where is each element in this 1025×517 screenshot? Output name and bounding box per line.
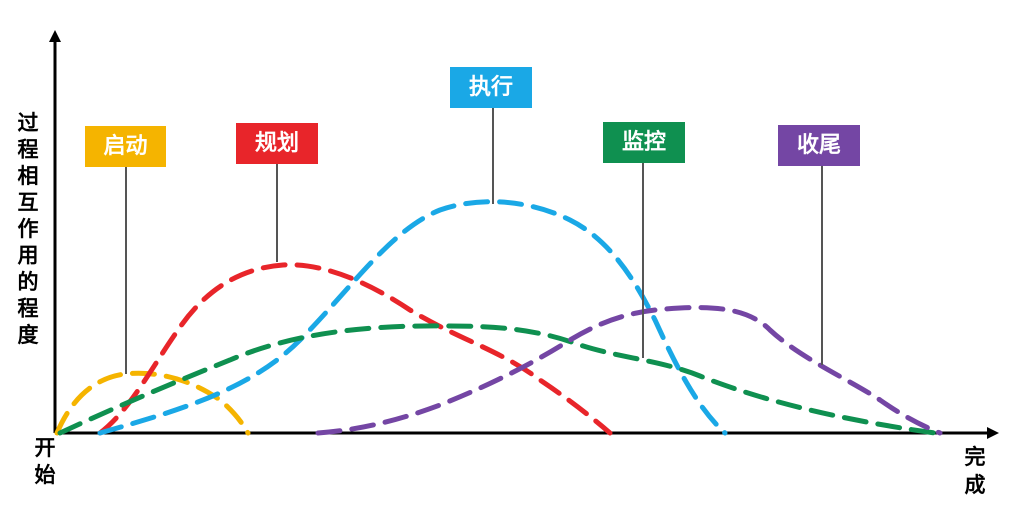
planning-label-box (236, 123, 318, 164)
label-connectors (125, 108, 823, 374)
process-curves (54, 199, 943, 436)
initiating-label-text: 启动 (103, 133, 147, 159)
monitoring-label: 监控 (603, 122, 685, 163)
executing-curve (97, 199, 728, 436)
monitoring-label-text: 监控 (622, 129, 666, 155)
planning-curve (97, 262, 613, 436)
y-axis-label: 过程相互作用的程度 (18, 111, 39, 347)
planning-label-text: 规划 (255, 131, 299, 156)
executing-label-text: 执行 (469, 74, 513, 100)
initiating-curve (54, 370, 251, 436)
closing-label-text: 收尾 (797, 132, 841, 158)
monitoring-label-box (603, 122, 685, 163)
executing-label-box (450, 67, 532, 108)
planning-label: 规划 (236, 123, 318, 164)
x-axis-end-label: 完成 (965, 445, 986, 497)
closing-label: 收尾 (778, 125, 860, 166)
closing-label-box (778, 125, 860, 166)
initiating-label-box (85, 126, 166, 167)
monitoring-curve (57, 323, 938, 436)
process-labels: 启动 规划 执行 监控 收尾 (85, 67, 860, 167)
executing-label: 执行 (450, 67, 532, 108)
x-axis-start-label: 开始 (35, 436, 56, 487)
initiating-label: 启动 (85, 126, 166, 167)
closing-curve (315, 305, 943, 436)
